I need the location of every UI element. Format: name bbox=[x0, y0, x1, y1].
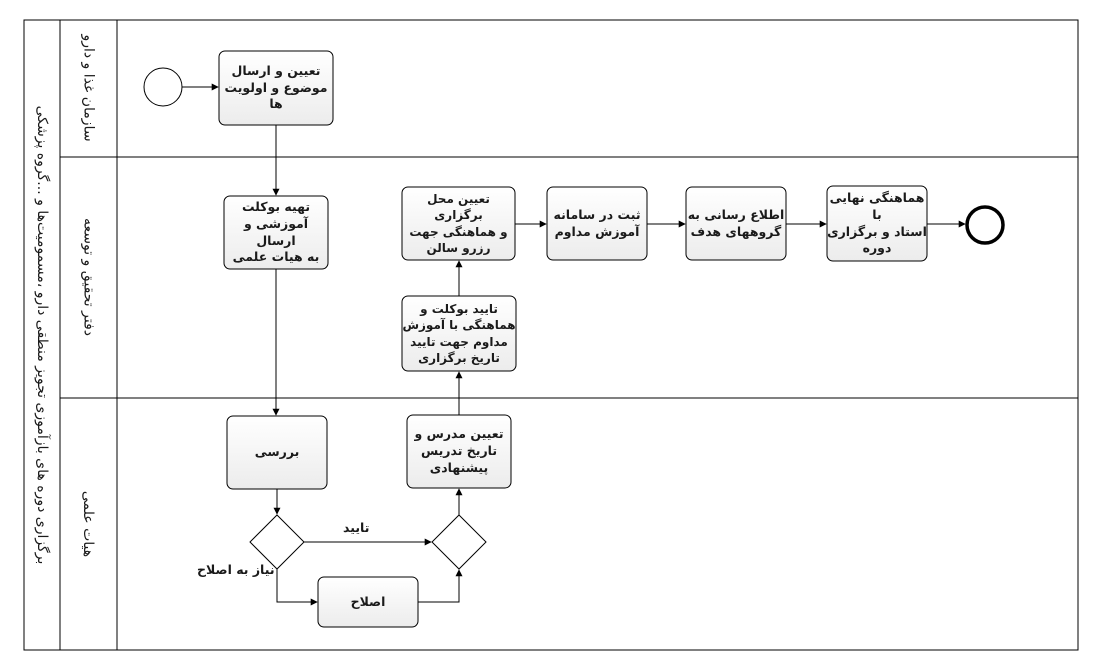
task-prepare-booklet bbox=[223, 195, 329, 270]
task-determine-venue bbox=[401, 186, 516, 261]
flow-label-needs-fix: نیاز به اصلاح bbox=[197, 562, 275, 577]
gateway-merge bbox=[431, 514, 487, 570]
pool-frame bbox=[23, 19, 1079, 651]
task-determine-topic bbox=[218, 50, 334, 126]
task-final-coordination bbox=[826, 185, 928, 262]
task-inform-groups bbox=[685, 186, 787, 261]
task-confirm-booklet bbox=[401, 295, 517, 372]
end-event bbox=[965, 205, 1005, 245]
task-fix bbox=[317, 576, 419, 628]
flow-needs-fix bbox=[276, 569, 318, 606]
start-event bbox=[143, 67, 183, 107]
task-determine-teacher bbox=[406, 414, 512, 489]
gateway-decision bbox=[249, 514, 305, 570]
task-register-system bbox=[546, 186, 648, 261]
flow-fix-to-merge bbox=[418, 569, 463, 603]
task-review bbox=[226, 415, 328, 490]
flow-label-approve: تایید bbox=[343, 520, 370, 535]
